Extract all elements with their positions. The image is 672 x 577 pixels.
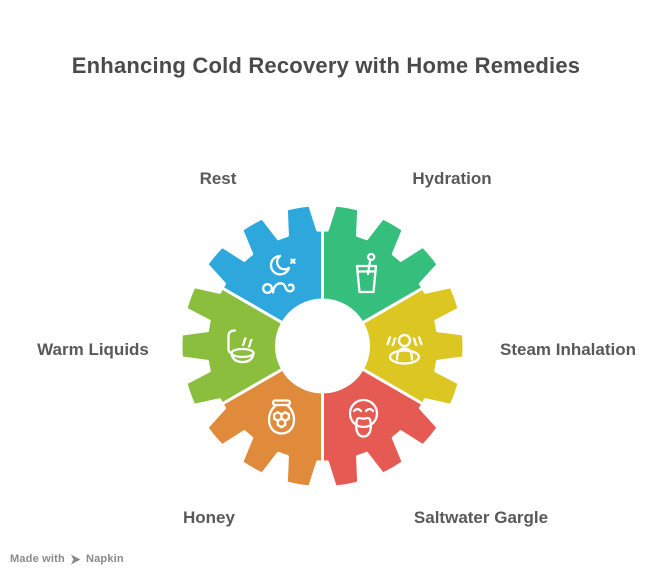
segment-bottom-left xyxy=(205,367,324,489)
honey-jar-icon xyxy=(267,399,296,435)
steam-inhalation-icon xyxy=(386,333,423,365)
segment-label-steam-inhalation: Steam Inhalation xyxy=(499,340,637,359)
made-with-napkin-badge[interactable]: Made with Napkin xyxy=(10,553,124,565)
napkin-brand-label: Napkin xyxy=(85,553,124,565)
page-title: Enhancing Cold Recovery with Home Remedi… xyxy=(71,53,581,78)
gear-segments xyxy=(179,203,466,489)
segment-right xyxy=(360,285,466,407)
rest-sleep-icon xyxy=(262,254,296,294)
segment-label-hydration: Hydration xyxy=(412,169,492,188)
saltwater-gargle-icon xyxy=(348,398,379,438)
segment-left xyxy=(179,285,285,407)
segment-label-rest: Rest xyxy=(199,169,237,188)
segment-label-warm-liquids: Warm Liquids xyxy=(37,340,149,359)
made-with-label: Made with xyxy=(10,553,65,565)
hydration-glass-icon xyxy=(355,252,378,294)
warm-liquids-ladle-icon xyxy=(227,329,255,364)
segment-top-right xyxy=(321,203,440,325)
napkin-play-icon xyxy=(70,554,81,564)
segment-label-saltwater-gargle: Saltwater Gargle xyxy=(413,508,549,527)
segment-bottom-right xyxy=(321,367,440,489)
segment-label-honey: Honey xyxy=(183,508,235,527)
